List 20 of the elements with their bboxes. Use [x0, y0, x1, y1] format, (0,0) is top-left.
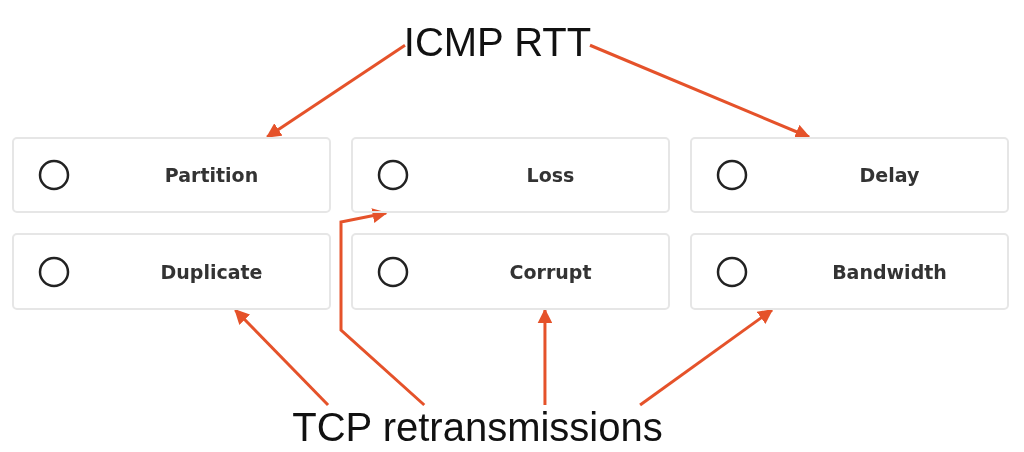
option-box [690, 137, 1009, 213]
option-label: Delay [859, 164, 920, 186]
option-box [12, 233, 331, 310]
option-box [12, 137, 331, 213]
option-label: Corrupt [509, 260, 592, 283]
option-label: Loss [526, 164, 575, 186]
metric-label: TCP retransmissions [292, 405, 663, 450]
arrow [537, 308, 553, 405]
arrow [265, 44, 406, 139]
arrow [589, 43, 811, 139]
option-box [690, 233, 1009, 310]
option-box [351, 137, 670, 213]
option-label: Bandwidth [832, 260, 947, 283]
arrow [339, 208, 426, 407]
option-label: Partition [164, 164, 259, 186]
option-box [351, 233, 670, 310]
option-label: Duplicate [160, 260, 263, 283]
arrow [639, 308, 774, 407]
metric-label: ICMP RTT [403, 20, 592, 65]
arrow [234, 308, 330, 407]
